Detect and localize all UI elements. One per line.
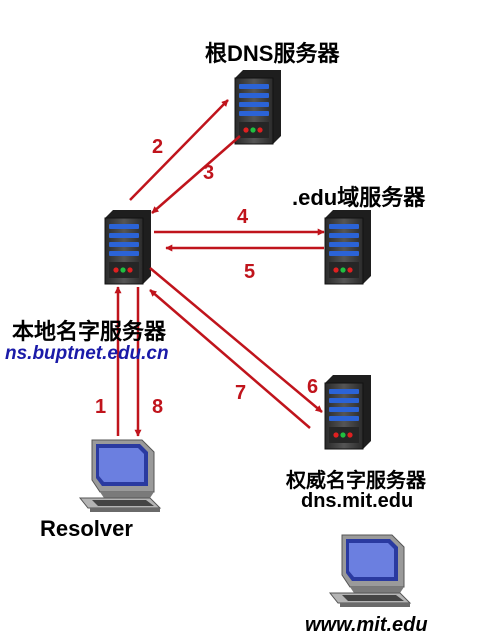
- root-server-label: 根DNS服务器: [205, 41, 340, 66]
- step-number-5: 5: [244, 261, 256, 283]
- edu-server-icon: [324, 209, 372, 285]
- resolver-computer-icon: [79, 439, 161, 513]
- step-number-2: 2: [152, 136, 164, 158]
- arrow-step-7: [149, 289, 311, 429]
- step-number-6: 6: [307, 376, 319, 398]
- arrow-step-3: [151, 135, 241, 214]
- local-server-label: 本地名字服务器: [12, 319, 167, 344]
- step-number-4: 4: [237, 206, 249, 228]
- step-number-1: 1: [95, 396, 107, 418]
- www-host-label: www.mit.edu: [305, 614, 428, 636]
- auth-server-label: 权威名字服务器: [286, 470, 426, 492]
- arrow-step-6: [149, 267, 323, 413]
- auth-server-hostname: dns.mit.edu: [301, 490, 414, 512]
- www-computer-icon: [329, 534, 411, 608]
- root-server-icon: [234, 69, 282, 145]
- arrow-step-2: [129, 99, 229, 201]
- step-number-3: 3: [203, 162, 215, 184]
- local-server-icon: [104, 209, 152, 285]
- resolver-label: Resolver: [40, 516, 133, 541]
- edu-server-label: .edu域服务器: [292, 185, 426, 210]
- step-number-7: 7: [235, 382, 247, 404]
- local-server-hostname: ns.buptnet.edu.cn: [5, 343, 169, 364]
- auth-server-icon: [324, 374, 372, 450]
- step-number-8: 8: [152, 396, 164, 418]
